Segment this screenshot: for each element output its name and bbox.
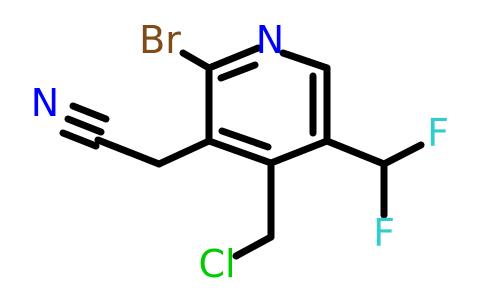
bond-n-c6 [279, 49, 331, 72]
bond-c4-c3 [205, 137, 275, 167]
atom-f-bottom: F [373, 211, 395, 255]
atom-cl: Cl [198, 242, 235, 286]
bond-ch2-cl [232, 233, 275, 260]
bond-c3-ch2 [155, 137, 213, 168]
bond-c4-c3-inner [218, 127, 272, 151]
bond-nitrile-c [69, 102, 110, 123]
bonds [59, 44, 425, 260]
bond-chf2-f-top [380, 141, 425, 168]
bond-ch2-cn [94, 136, 163, 168]
bond-c5-chf2 [323, 137, 388, 168]
bond-c2-n-inner [217, 61, 259, 82]
bond-c2-n [205, 44, 262, 72]
atom-n-ring: N [256, 18, 284, 62]
atom-labels: Br N N Cl F F [31, 18, 449, 286]
atom-n-nitrile: N [31, 81, 59, 125]
bond-c2-br [179, 49, 213, 72]
bond-nitrile-a [64, 115, 105, 136]
atom-br: Br [139, 18, 181, 62]
bond-c5-c4 [267, 137, 331, 167]
atom-f-top: F [427, 111, 449, 155]
bond-nitrile-b [59, 129, 100, 150]
